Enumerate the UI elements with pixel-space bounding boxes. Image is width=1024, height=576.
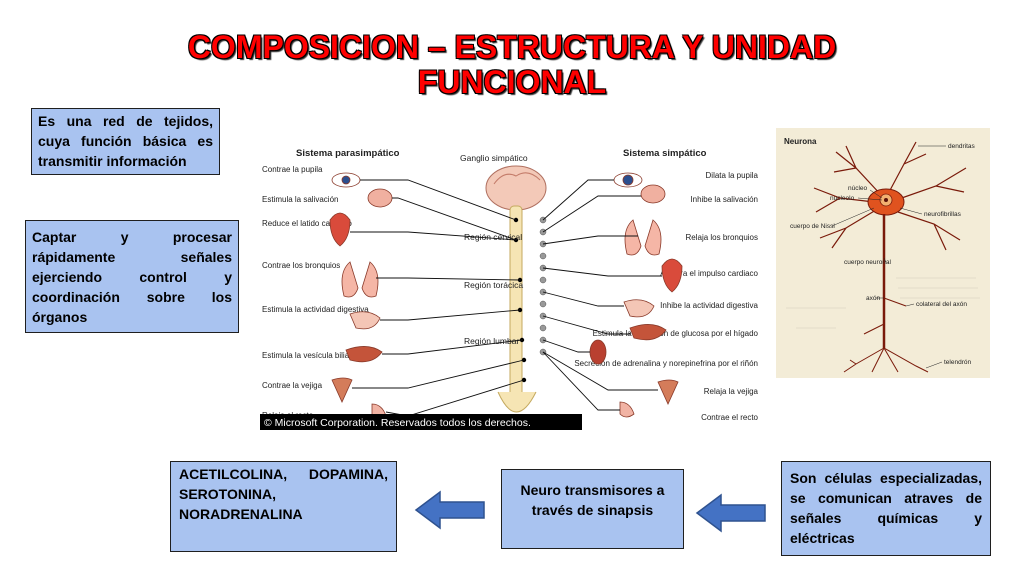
page-title: COMPOSICION – ESTRUCTURA Y UNIDAD FUNCIO… <box>80 30 944 100</box>
cells-box: Son células especializadas, se comunican… <box>781 461 991 556</box>
symp-label-2: Relaja los bronquios <box>686 233 759 242</box>
symp-label-6: Secreción de adrenalina y norepinefrina … <box>574 359 758 368</box>
region-lumbar: Región lumbar <box>464 336 519 346</box>
title-line-2: FUNCIONAL <box>417 64 607 100</box>
neurotransmitter-list-box: ACETILCOLINA, DOPAMINA, SEROTONINA, NORA… <box>170 461 397 552</box>
ganglion-label: Ganglio simpático <box>460 153 528 163</box>
label-cuerpo-nissl: cuerpo de Nissl <box>790 223 835 230</box>
symp-label-7: Relaja la vejiga <box>704 387 759 396</box>
symp-label-8: Contrae el recto <box>701 413 758 422</box>
parasympathetic-title: Sistema parasimpático <box>296 148 400 159</box>
symp-label-1: Inhibe la salivación <box>690 195 758 204</box>
label-nucleolo: nucleolo <box>830 195 855 202</box>
neuron-title: Neurona <box>784 137 817 146</box>
region-thoracic: Región torácica <box>464 280 523 290</box>
label-axon: axón <box>866 295 880 302</box>
definition-box: Es una red de tejidos, cuya función bási… <box>31 108 220 175</box>
neurotransmitter-box: Neuro transmisores a través de sinapsis <box>501 469 684 549</box>
label-dendritas: dendritas <box>948 143 975 150</box>
copyright-text: © Microsoft Corporation. Reservados todo… <box>264 417 531 429</box>
title-line-1: COMPOSICION – ESTRUCTURA Y UNIDAD <box>187 29 837 65</box>
dendrites <box>813 141 967 251</box>
para-label-5: Estimula la vesícula biliar <box>262 351 352 360</box>
region-cervical: Región cervical <box>464 232 522 242</box>
symp-label-3: Acelera el impulso cardiaco <box>660 269 758 278</box>
para-organs <box>329 172 393 420</box>
para-label-2: Reduce el latido cardiaco <box>262 219 352 228</box>
para-label-6: Contrae la vejiga <box>262 381 323 390</box>
para-label-3: Contrae los bronquios <box>262 261 340 270</box>
label-nucleo: núcleo <box>848 185 868 192</box>
para-label-1: Estimula la salivación <box>262 195 338 204</box>
neuron-diagram: Neurona dendritas núcleo nucleolo neurof… <box>776 128 990 378</box>
symp-label-4: Inhibe la actividad digestiva <box>660 301 758 310</box>
nervous-system-diagram: Sistema parasimpático Sistema simpático … <box>258 140 763 432</box>
label-neurofibrillas: neurofibrillas <box>924 211 962 218</box>
function-box: Captar y procesar rápidamente señales ej… <box>25 220 239 333</box>
label-telendron: telendrón <box>944 359 971 366</box>
label-colateral: colateral del axón <box>916 301 967 308</box>
label-cuerpo-neuronal: cuerpo neuronal <box>844 259 892 266</box>
symp-label-0: Dilata la pupila <box>706 171 759 180</box>
left-arrow-icon <box>414 490 485 530</box>
symp-label-5: Estimula la liberación de glucosa por el… <box>593 329 759 338</box>
symp-organs <box>589 172 683 418</box>
left-arrow-icon <box>695 493 766 533</box>
nucleolus <box>884 198 888 202</box>
telendron <box>843 347 929 373</box>
para-label-0: Contrae la pupila <box>262 165 323 174</box>
para-label-4: Estimula la actividad digestiva <box>262 305 369 314</box>
sympathetic-title: Sistema simpático <box>623 148 707 159</box>
